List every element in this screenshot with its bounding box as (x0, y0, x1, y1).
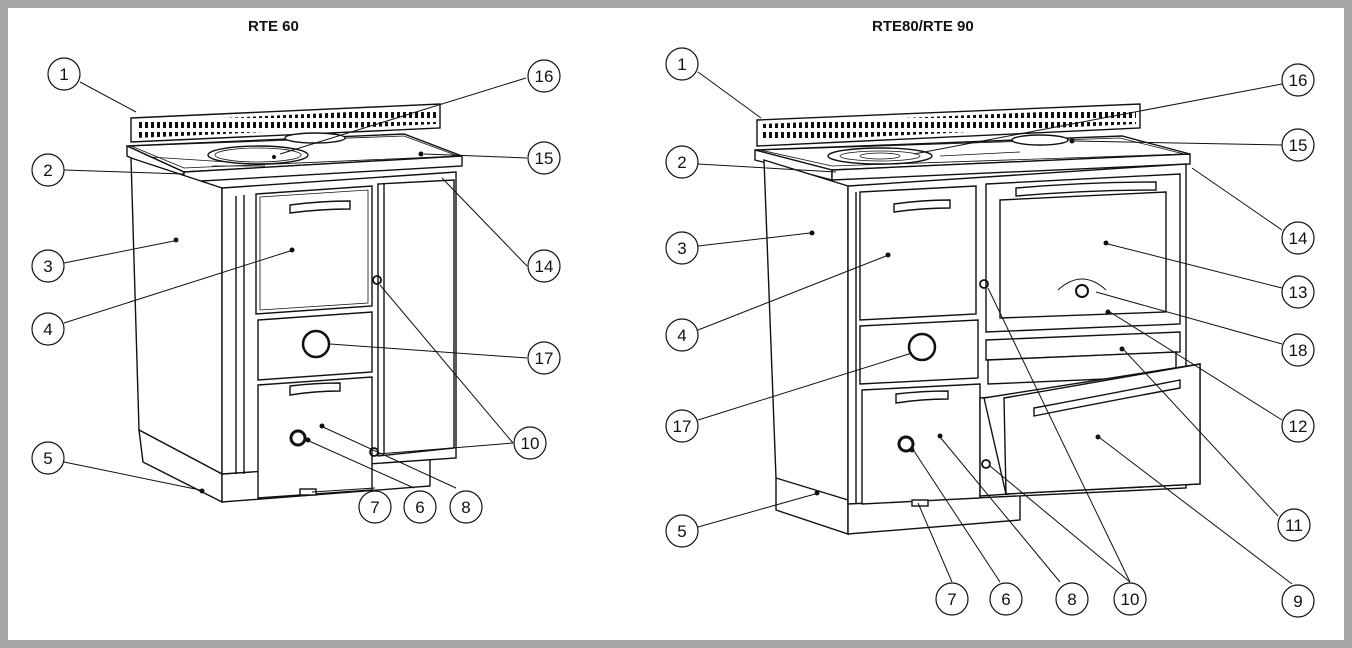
svg-text:14: 14 (1289, 229, 1308, 248)
svg-text:16: 16 (535, 67, 554, 86)
lower-door-left (257, 376, 373, 499)
callout-right-8: 8 (1055, 582, 1089, 616)
svg-text:3: 3 (677, 239, 686, 258)
svg-text:18: 18 (1289, 341, 1308, 360)
callout-right-5: 5 (665, 514, 699, 548)
svg-text:8: 8 (461, 498, 470, 517)
svg-text:14: 14 (535, 257, 554, 276)
callout-right-15: 15 (1281, 128, 1315, 162)
callout-left-3: 3 (31, 249, 65, 283)
svg-text:10: 10 (521, 434, 540, 453)
callout-left-10: 10 (513, 426, 547, 460)
svg-text:12: 12 (1289, 417, 1308, 436)
callout-right-14: 14 (1281, 221, 1315, 255)
svg-text:7: 7 (947, 590, 956, 609)
left-leaders (63, 77, 528, 494)
callout-right-4: 4 (665, 318, 699, 352)
right-callouts: 1 2 3 4 17 5 7 6 8 10 9 16 15 14 13 18 1… (665, 47, 1315, 618)
svg-text:2: 2 (677, 153, 686, 172)
stove-rte80-90 (754, 103, 1201, 536)
oven-door-left (369, 179, 455, 457)
svg-text:15: 15 (535, 149, 554, 168)
callout-right-6: 6 (989, 582, 1023, 616)
right-leaders (697, 71, 1293, 585)
warming-shelf-right (985, 331, 1181, 361)
svg-text:1: 1 (59, 65, 68, 84)
callout-left-15: 15 (527, 141, 561, 175)
callout-right-13: 13 (1281, 275, 1315, 309)
callout-right-17: 17 (665, 409, 699, 443)
callout-left-6: 6 (403, 490, 437, 524)
svg-text:11: 11 (1285, 516, 1303, 535)
callout-right-10: 10 (1113, 582, 1147, 616)
svg-text:15: 15 (1289, 136, 1308, 155)
svg-text:2: 2 (43, 161, 52, 180)
callout-right-16: 16 (1281, 63, 1315, 97)
hob-top-left (126, 132, 463, 184)
svg-text:13: 13 (1289, 283, 1308, 302)
svg-text:5: 5 (43, 449, 52, 468)
callout-right-9: 9 (1281, 584, 1315, 618)
callout-left-1: 1 (47, 57, 81, 91)
svg-text:9: 9 (1293, 592, 1302, 611)
svg-text:1: 1 (677, 55, 686, 74)
callout-left-17: 17 (527, 341, 561, 375)
left-model-title: RTE 60 (248, 18, 299, 35)
firebox-door-left (255, 185, 373, 315)
lower-door-right (861, 383, 981, 505)
oven-door-right (979, 173, 1181, 333)
callout-right-7: 7 (935, 582, 969, 616)
back-splash-left (130, 103, 441, 143)
ash-drawer-left (257, 311, 373, 381)
svg-text:6: 6 (415, 498, 424, 517)
callout-right-11: 11 (1277, 508, 1311, 542)
svg-text:8: 8 (1067, 590, 1076, 609)
svg-text:3: 3 (43, 257, 52, 276)
callout-left-2: 2 (31, 153, 65, 187)
firebox-door-right (859, 185, 977, 321)
callout-right-3: 3 (665, 231, 699, 265)
back-splash-right (756, 103, 1141, 147)
callout-right-2: 2 (665, 145, 699, 179)
wood-drawer-right (979, 363, 1201, 497)
svg-text:16: 16 (1289, 71, 1308, 90)
left-callouts: 1 2 3 4 5 7 6 8 16 15 14 17 10 (31, 57, 561, 524)
hob-top-right (754, 134, 1191, 181)
right-model-title: RTE80/RTE 90 (872, 18, 974, 35)
callout-left-7: 7 (358, 490, 392, 524)
callout-left-5: 5 (31, 441, 65, 475)
svg-text:5: 5 (677, 522, 686, 541)
callout-right-12: 12 (1281, 409, 1315, 443)
callout-left-14: 14 (527, 249, 561, 283)
svg-text:4: 4 (677, 326, 686, 345)
callout-left-16: 16 (527, 59, 561, 93)
ash-drawer-right (859, 319, 979, 385)
svg-text:7: 7 (370, 498, 379, 517)
svg-text:17: 17 (673, 417, 692, 436)
svg-text:6: 6 (1001, 590, 1010, 609)
callout-right-1: 1 (665, 47, 699, 81)
svg-text:4: 4 (43, 320, 52, 339)
callout-left-4: 4 (31, 312, 65, 346)
stove-rte60 (126, 103, 463, 504)
callout-right-18: 18 (1281, 333, 1315, 367)
callout-left-8: 8 (449, 490, 483, 524)
svg-text:17: 17 (535, 349, 554, 368)
svg-text:10: 10 (1121, 590, 1140, 609)
side-panel-left (130, 157, 223, 476)
